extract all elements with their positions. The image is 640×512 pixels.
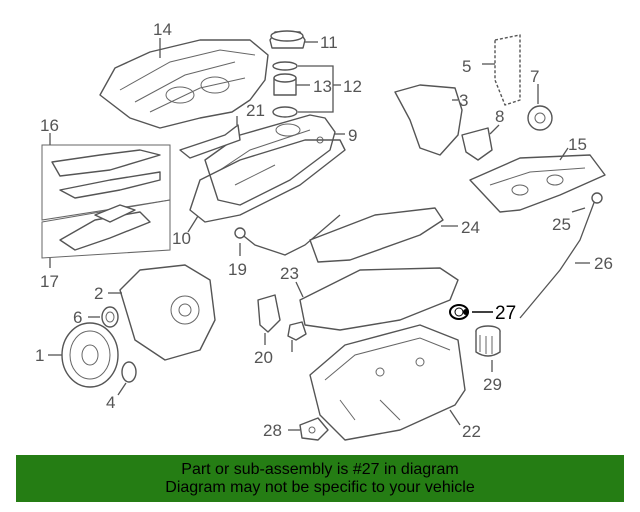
part-13-oil-filler-tube bbox=[272, 61, 298, 118]
callout-23: 23 bbox=[280, 264, 299, 283]
part-8-tensioner bbox=[461, 127, 493, 161]
callout-26: 26 bbox=[594, 254, 613, 273]
callout-3: 3 bbox=[459, 91, 468, 110]
part-3-timing-cover bbox=[394, 84, 463, 156]
callout-11: 11 bbox=[320, 33, 338, 52]
callout-12: 12 bbox=[343, 77, 362, 96]
part-27-highlighted bbox=[449, 304, 469, 320]
part-11-oil-cap bbox=[269, 30, 306, 49]
info-banner: Part or sub-assembly is #27 in diagram D… bbox=[16, 455, 624, 502]
part-17-exhaust-gasket-set bbox=[41, 199, 171, 259]
callout-14: 14 bbox=[153, 20, 172, 39]
part-4-seal bbox=[121, 361, 137, 383]
callout-13: 13 bbox=[313, 77, 332, 96]
part-9-valve-cover bbox=[204, 114, 336, 206]
callout-19: 19 bbox=[228, 260, 247, 279]
callout-7: 7 bbox=[530, 67, 539, 86]
part-1-harmonic-balancer bbox=[61, 322, 119, 388]
part-29-oil-filter bbox=[475, 325, 501, 357]
callout-28: 28 bbox=[263, 421, 282, 440]
callout-22: 22 bbox=[462, 422, 481, 441]
callout-27: 27 bbox=[495, 303, 516, 324]
callout-5: 5 bbox=[462, 57, 471, 76]
part-28-sensor bbox=[299, 417, 329, 441]
callout-20: 20 bbox=[254, 348, 273, 367]
part-7-sprocket bbox=[527, 105, 553, 131]
callout-17: 17 bbox=[40, 272, 59, 291]
callout-1: 1 bbox=[35, 346, 44, 365]
part-22-oil-pan bbox=[309, 324, 466, 441]
callout-15: 15 bbox=[568, 135, 587, 154]
part-10-valve-cover-gasket bbox=[189, 139, 346, 223]
callout-21: 21 bbox=[246, 101, 265, 120]
part-14-intake-manifold bbox=[99, 39, 269, 129]
callout-10: 10 bbox=[172, 229, 191, 248]
parts-diagram: 14 11 13 12 9 10 21 16 bbox=[35, 20, 613, 441]
part-15-lower-intake bbox=[469, 154, 606, 213]
callout-29: 29 bbox=[483, 375, 502, 394]
part-18-oil-pressure-sensor bbox=[287, 321, 307, 341]
callout-2: 2 bbox=[94, 284, 103, 303]
callout-24: 24 bbox=[461, 218, 480, 237]
part-23-oil-pan-gasket bbox=[299, 267, 459, 331]
callout-4: 4 bbox=[106, 393, 115, 412]
part-24-oil-baffle bbox=[309, 207, 444, 263]
callout-9: 9 bbox=[348, 126, 357, 145]
part-19-sensor bbox=[234, 214, 341, 256]
callout-25: 25 bbox=[552, 215, 571, 234]
callout-6: 6 bbox=[73, 308, 82, 327]
part-5-timing-chain bbox=[494, 34, 521, 106]
part-6-seal bbox=[101, 306, 119, 328]
part-26-dipstick-tube bbox=[519, 199, 596, 319]
banner-line-1: Part or sub-assembly is #27 in diagram bbox=[181, 460, 459, 478]
part-20-bracket bbox=[257, 294, 281, 333]
part-21-bracket bbox=[179, 124, 241, 159]
banner-line-2: Diagram may not be specific to your vehi… bbox=[165, 478, 475, 496]
callout-8: 8 bbox=[495, 107, 504, 126]
part-2-front-cover bbox=[119, 264, 216, 361]
part-16-gasket-set bbox=[41, 144, 171, 221]
callout-16: 16 bbox=[40, 116, 59, 135]
